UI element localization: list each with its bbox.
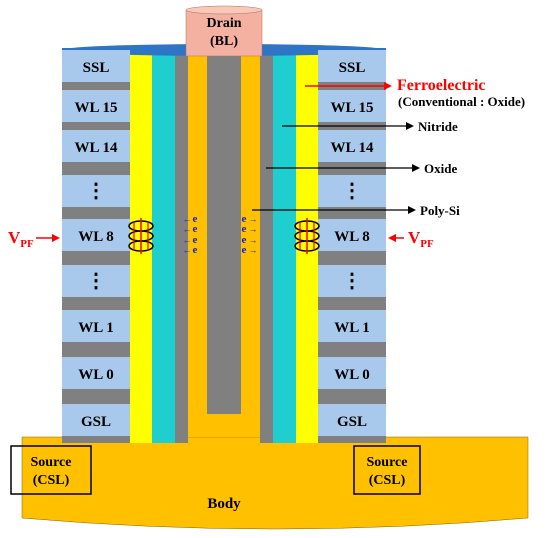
electron-arrow-3: ← [183, 245, 192, 255]
right-layer-block-6 [318, 310, 386, 342]
right-layer-block-1 [318, 90, 386, 122]
electron-6: e [242, 234, 247, 246]
drain-label: Drain [207, 16, 242, 31]
drain-block [185, 9, 263, 57]
source-left-box [10, 445, 92, 495]
polysi-annotation: Poly-Si [252, 203, 460, 218]
vpf-right: VPF [388, 228, 434, 250]
right-layer-label-7: WL 0 [334, 367, 369, 383]
right-layer-label-1: WL 15 [331, 100, 374, 116]
electron-3: e [193, 244, 198, 256]
electron-arrow-7: → [249, 245, 258, 255]
conventional-label: (Conventional : Oxide) [398, 94, 525, 109]
electron-arrow-5: → [249, 224, 258, 234]
oxide-right [260, 48, 273, 443]
drain-top [185, 5, 263, 15]
right-layer-label-5: ⋮ [342, 270, 362, 292]
left-layer-label-8: GSL [81, 414, 111, 430]
right-layer-label-2: WL 14 [331, 140, 374, 156]
left-layer-block-0 [62, 50, 130, 82]
left-layer-label-3: ⋮ [86, 180, 106, 202]
source-right-csl: (CSL) [369, 473, 406, 488]
left-layer-label-6: WL 1 [78, 320, 113, 336]
body-region [21, 436, 529, 530]
body-label: Body [207, 496, 241, 512]
electron-1: e [193, 223, 198, 235]
nitride-left [152, 48, 175, 443]
vpf-left: VPF [8, 228, 60, 250]
nitride-label: Nitride [418, 119, 458, 134]
source-left-label: Source [31, 455, 72, 470]
electron-arrow-0: ← [183, 214, 192, 224]
ferroelectric-label: Ferroelectric [397, 77, 486, 94]
source-right-label: Source [367, 455, 408, 470]
right-layer-block-2 [318, 130, 386, 162]
right-layer-block-7 [318, 357, 386, 389]
left-layer-block-1 [62, 90, 130, 122]
electron-7: e [242, 244, 247, 256]
electron-5: e [242, 223, 247, 235]
left-layer-label-4: WL 8 [78, 229, 113, 245]
left-layer-label-0: SSL [83, 60, 110, 76]
polysi-label: Poly-Si [420, 203, 460, 218]
left-layer-block-4 [62, 219, 130, 251]
svg-text:VPF: VPF [408, 228, 434, 250]
left-layer-label-2: WL 14 [75, 140, 118, 156]
right-layer-block-0 [318, 50, 386, 82]
core-oxide [207, 48, 241, 414]
drain-bl-label: (BL) [210, 34, 238, 49]
right-layer-label-0: SSL [339, 60, 366, 76]
oxide-annotation: Oxide [266, 161, 457, 176]
left-layer-label-5: ⋮ [86, 270, 106, 292]
right-layer-label-8: GSL [337, 414, 367, 430]
left-wordline-stack: SSL WL 15 WL 14 ⋮ WL 8 ⋮ WL 1 WL 0 GSL [62, 50, 130, 436]
right-layer-label-4: WL 8 [334, 229, 369, 245]
svg-text:VPF: VPF [8, 228, 34, 250]
oxide-left [175, 48, 188, 443]
electron-arrow-2: ← [183, 235, 192, 245]
right-layer-label-3: ⋮ [342, 180, 362, 202]
left-layer-block-7 [62, 357, 130, 389]
electron-4: e [242, 213, 247, 225]
left-layer-block-2 [62, 130, 130, 162]
electron-arrow-4: → [249, 214, 258, 224]
right-layer-block-4 [318, 219, 386, 251]
electron-arrow-6: → [249, 235, 258, 245]
left-layer-block-6 [62, 310, 130, 342]
left-layer-block-8 [62, 404, 130, 436]
left-layer-label-7: WL 0 [78, 367, 113, 383]
oxide-label: Oxide [424, 161, 457, 176]
right-layer-block-8 [318, 404, 386, 436]
left-layer-block-5 [62, 265, 130, 297]
ferroelectric-annotation: Ferroelectric (Conventional : Oxide) [305, 77, 525, 109]
nitride-annotation: Nitride [282, 119, 458, 134]
left-layer-label-1: WL 15 [75, 100, 118, 116]
right-layer-label-6: WL 1 [334, 320, 369, 336]
source-left-csl: (CSL) [33, 473, 70, 488]
electron-0: e [193, 213, 198, 225]
electron-markers: e←e←e←e←e→e→e→e→ [183, 213, 258, 256]
left-layer-block-3 [62, 175, 130, 207]
electron-2: e [193, 234, 198, 246]
polarization-dipoles-left [128, 218, 154, 254]
source-right-box [353, 445, 421, 495]
right-layer-block-5 [318, 265, 386, 297]
electron-arrow-1: ← [183, 224, 192, 234]
nitride-right [273, 48, 296, 443]
polarization-dipoles-right [294, 218, 320, 254]
right-layer-block-3 [318, 175, 386, 207]
right-wordline-stack: SSL WL 15 WL 14 ⋮ WL 8 ⋮ WL 1 WL 0 GSL [318, 50, 386, 436]
